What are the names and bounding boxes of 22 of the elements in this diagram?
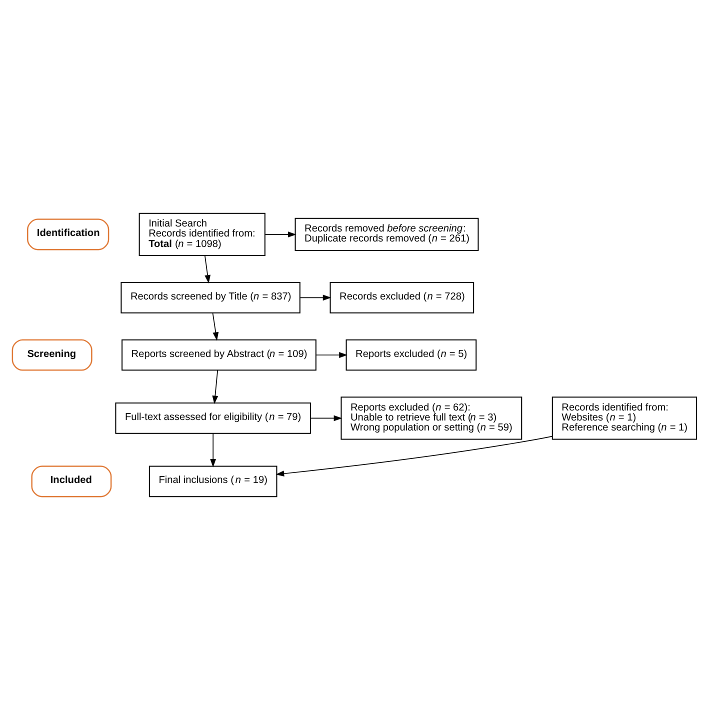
node-box: Reports excluded (n = 5) (346, 338, 477, 370)
node-box: Reports excluded (n = 62): Unable to retrieve full text (n = 3) Wrong population or setting (n = 59) (340, 396, 522, 440)
node-box: Initial Search Records identified from: Total (n = 1098) (138, 212, 266, 256)
arrow (204, 254, 211, 284)
arrow (276, 435, 553, 476)
arrow (300, 294, 332, 300)
node-box: Reports screened by Abstract (n = 109) (122, 338, 316, 370)
arrow (316, 352, 348, 358)
arrow (264, 230, 296, 237)
node-box: Full-text assessed for eligibility (n = 79) (115, 402, 311, 434)
arrow (212, 370, 218, 404)
node-box: Included (31, 465, 112, 497)
node-box: Identification (26, 218, 110, 250)
node-box: Screening (12, 338, 92, 370)
arrow (212, 312, 219, 340)
arrow (210, 432, 216, 467)
node-box: Records removed before screening: Duplicate records removed (n = 261) (294, 217, 479, 250)
node-box: Final inclusions (n = 19) (148, 465, 278, 497)
node-box: Records excluded (n = 728) (330, 282, 474, 313)
arrow (310, 414, 342, 421)
node-box: Records screened by Title (n = 837) (120, 282, 300, 313)
node-box: Records identified from: Websites (n = 1) Reference searching (n = 1) (552, 396, 698, 440)
